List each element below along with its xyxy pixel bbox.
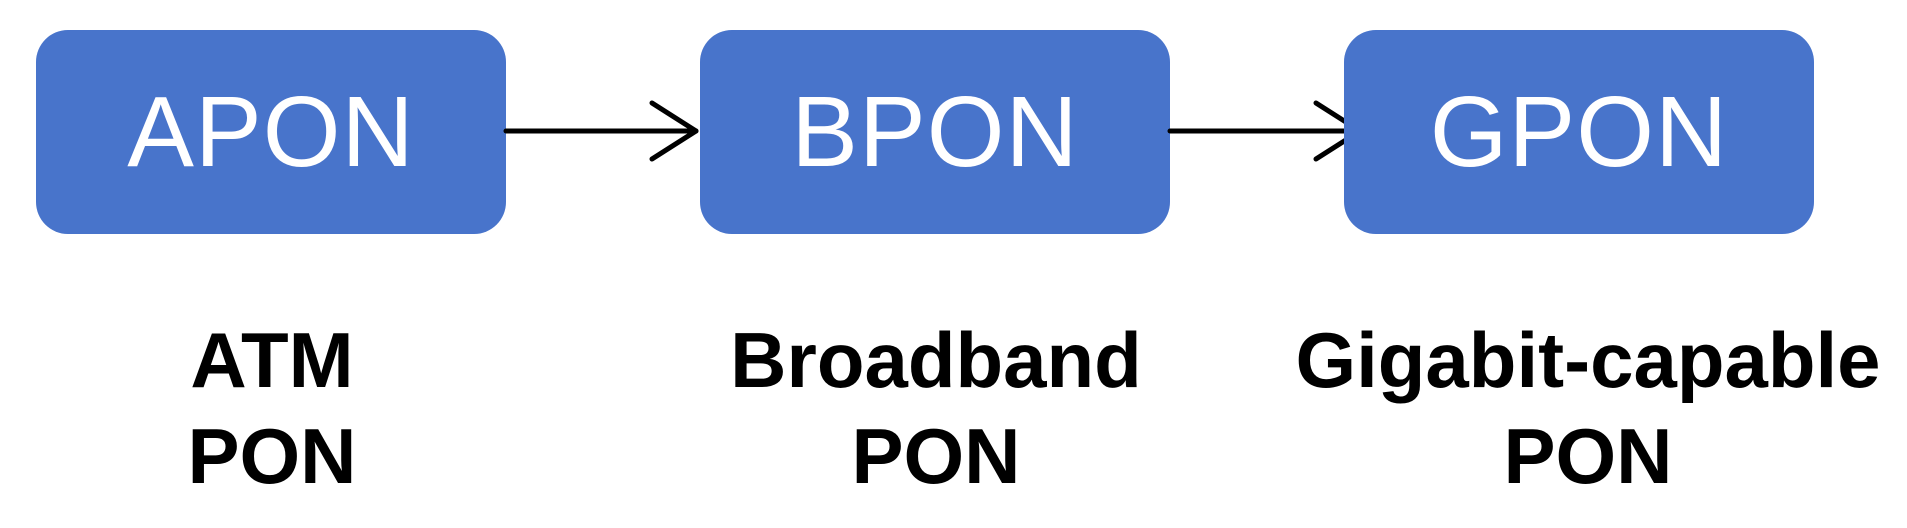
caption-gpon-line1: Gigabit-capable [1295,316,1881,404]
node-apon: APON [36,30,506,234]
node-gpon: GPON [1344,30,1814,234]
node-bpon: BPON [700,30,1170,234]
caption-gpon-line2: PON [1503,412,1673,500]
caption-gpon: Gigabit-capable PON [1288,312,1888,504]
node-apon-label: APON [127,76,415,188]
caption-apon-line1: ATM [190,316,354,404]
caption-apon: ATM PON [0,312,572,504]
caption-bpon: Broadband PON [636,312,1236,504]
node-bpon-label: BPON [791,76,1079,188]
node-gpon-label: GPON [1429,76,1729,188]
caption-bpon-line1: Broadband [730,316,1142,404]
caption-bpon-line2: PON [851,412,1021,500]
arrow-bpon-to-gpon [1167,100,1363,162]
caption-apon-line2: PON [187,412,357,500]
arrow-apon-to-bpon [503,100,699,162]
